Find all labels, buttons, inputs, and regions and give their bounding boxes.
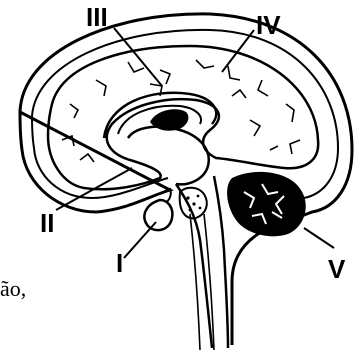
brainstem bbox=[176, 176, 228, 348]
label-II: II bbox=[40, 208, 54, 238]
label-III: III bbox=[86, 2, 108, 32]
caption-fragment: ão, bbox=[0, 278, 26, 300]
label-I: I bbox=[116, 248, 123, 278]
cerebellum bbox=[227, 172, 306, 236]
label-V: V bbox=[328, 254, 346, 284]
leader-I bbox=[124, 222, 156, 258]
leader-IV bbox=[222, 30, 254, 72]
leader-V bbox=[304, 228, 334, 248]
pituitary bbox=[144, 200, 172, 230]
label-IV: IV bbox=[256, 10, 281, 40]
